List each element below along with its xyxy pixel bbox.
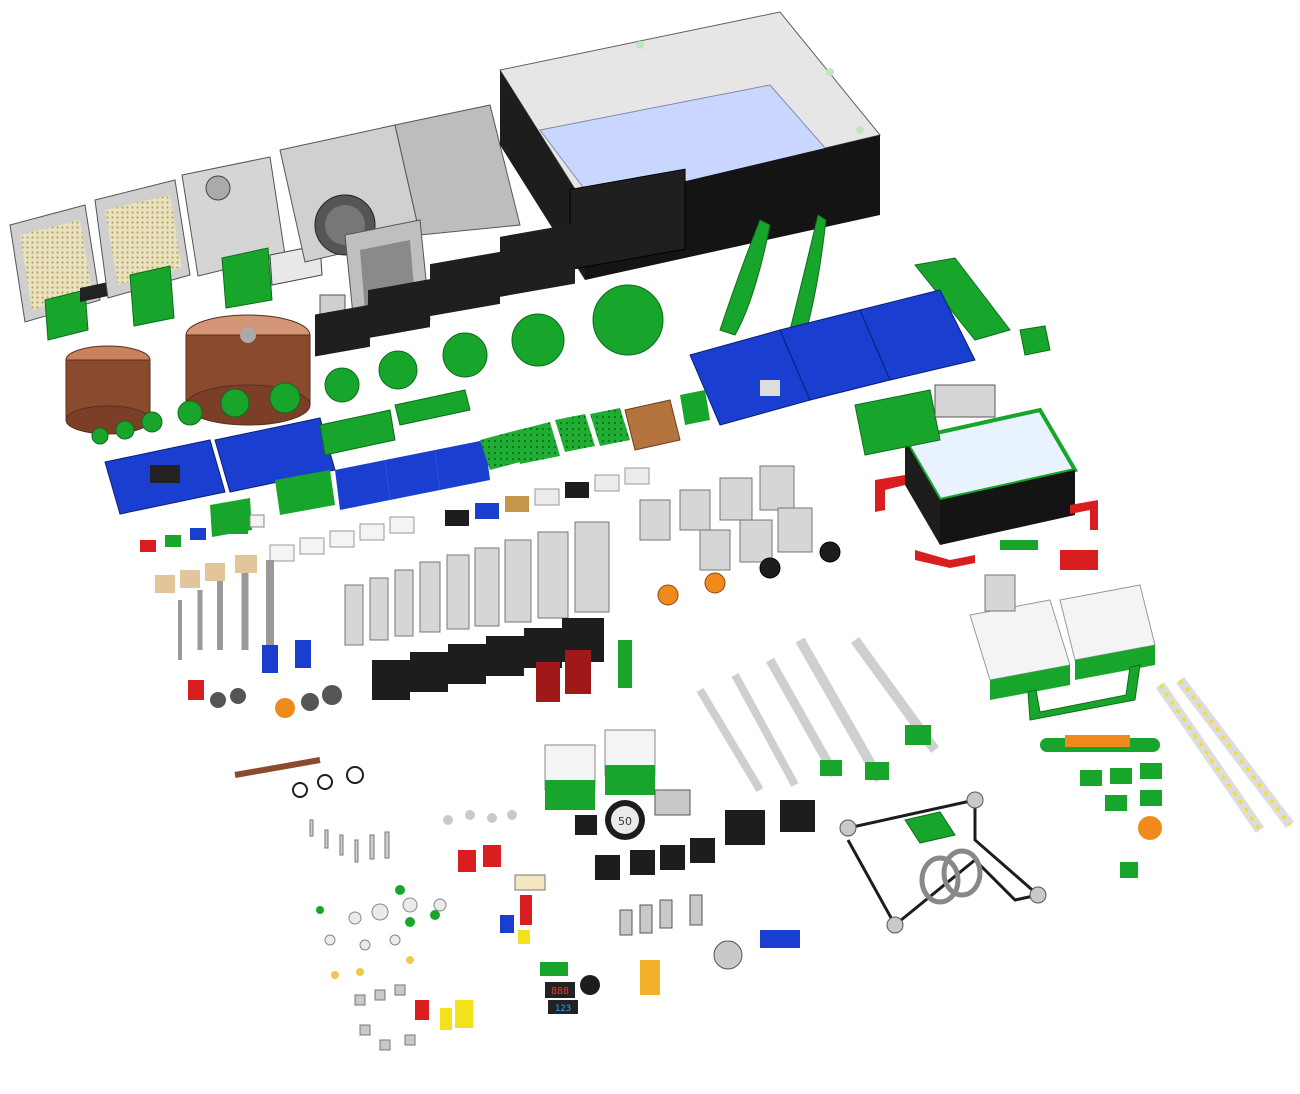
perf-boards [480, 390, 710, 470]
belt-loop [839, 791, 1047, 934]
tiny-breakout-boards [140, 514, 265, 552]
red-corner-brackets [875, 475, 1098, 568]
small-enclosure [854, 384, 1079, 545]
fan-row [91, 168, 686, 445]
power-supply-1 [9, 204, 120, 341]
linear-rails [696, 637, 940, 793]
digital-displays: 888 123 [540, 962, 600, 1014]
display-readout-bottom: 123 [555, 1004, 571, 1014]
led-strips [1155, 676, 1294, 833]
gauge-readout: 50 [618, 815, 632, 828]
gauge-and-connectors: 50 [575, 789, 815, 995]
aluminium-extrusions [344, 521, 610, 646]
stepper-motors [372, 618, 632, 702]
copper-motor-small [65, 345, 151, 435]
pillow-blocks [639, 465, 841, 606]
power-sockets [969, 584, 1156, 721]
controller-boards [104, 389, 490, 537]
power-supply-2 [94, 179, 191, 327]
small-green-parts [984, 540, 1162, 878]
switches-and-buttons [443, 810, 546, 944]
blue-driver-boards [689, 289, 976, 426]
screws-washers-field [309, 819, 473, 1051]
threaded-rods-and-bolts [155, 555, 364, 798]
small-blocks-row [269, 467, 650, 562]
green-frame-stands [719, 214, 1051, 356]
display-readout-top: 888 [551, 986, 569, 997]
relay-modules [544, 729, 656, 810]
